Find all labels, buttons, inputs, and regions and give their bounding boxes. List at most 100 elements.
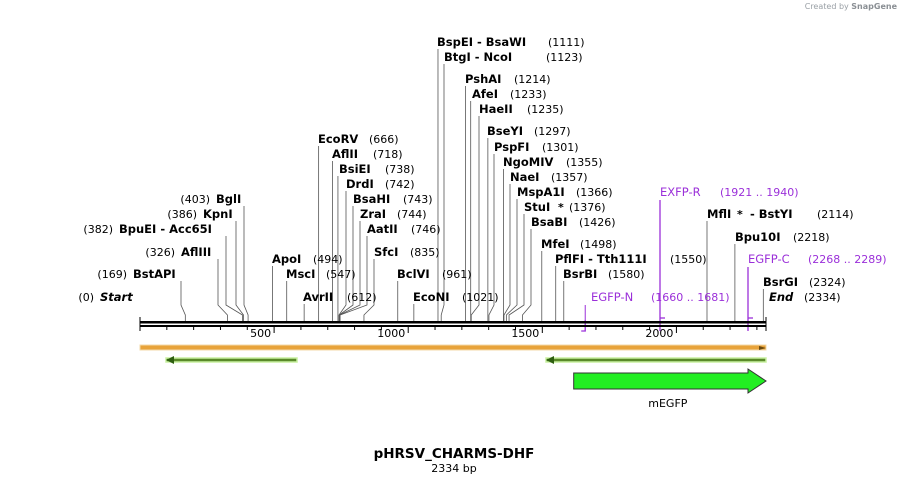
restriction-site: PspFI (1301) [494, 140, 579, 154]
site-leader [180, 281, 186, 321]
orf-track-full [139, 344, 767, 351]
site-name: BtgI - NcoI [444, 50, 512, 64]
ruler-label: 1500 [511, 327, 539, 340]
primer: EGFP-C(2268 .. 2289) [747, 252, 887, 331]
ruler-label: 1000 [377, 327, 405, 340]
site-name: MscI [286, 267, 315, 281]
site-position: (1580) [608, 268, 645, 281]
restriction-sites: (0)Start(169)BstAPI(326)AflIII(382)BpuEI… [78, 35, 853, 304]
restriction-site: BsiEI(738) [339, 162, 415, 176]
restriction-site: MflI*- BstYI(2114) [707, 207, 854, 221]
restriction-site: BsrGI (2324) [763, 275, 846, 289]
feature-label: mEGFP [648, 397, 688, 410]
restriction-site: ZraI (744) [360, 207, 427, 221]
restriction-site: BclVI(961) [397, 267, 472, 281]
site-position: (2218) [793, 231, 830, 244]
site-leader [440, 64, 445, 321]
restriction-site: DrdI(742) [346, 177, 415, 191]
site-position: (1376) [569, 201, 606, 214]
restriction-site: BsaHI (743) [353, 192, 433, 206]
site-position: (835) [410, 246, 440, 259]
backbone-top-strand [140, 321, 766, 324]
restriction-site: (382)BpuEI - Acc65I [83, 222, 212, 236]
feature: mEGFP [573, 368, 767, 410]
primer: EXFP-R (1921 .. 1940) [659, 185, 799, 331]
primer-position: (1921 .. 1940) [720, 186, 799, 199]
site-name: AfeI [472, 87, 498, 101]
site-position: (746) [411, 223, 441, 236]
site-position: (2324) [809, 276, 846, 289]
site-name: ZraI [360, 207, 386, 221]
restriction-site: BtgI - NcoI(1123) [444, 50, 583, 64]
site-star: * [558, 201, 564, 214]
site-position: (0) [78, 291, 94, 304]
site-position: (326) [145, 246, 175, 259]
site-position: (2114) [817, 208, 854, 221]
site-name: EcoRV [318, 132, 358, 146]
orf-tracks [139, 344, 767, 364]
site-leader [508, 214, 525, 321]
site-leader [217, 259, 228, 321]
watermark-prefix: Created by [804, 2, 849, 11]
site-leader [339, 236, 368, 321]
site-position: (1111) [548, 36, 585, 49]
site-position: (718) [373, 148, 403, 161]
restriction-site: EcoRV(666) [318, 132, 399, 146]
restriction-site: AvrII(612) [303, 290, 377, 304]
site-position: (382) [83, 223, 113, 236]
site-name: AflIII [181, 245, 211, 259]
site-name: BsrBI [563, 267, 597, 281]
restriction-site: End (2334) [769, 290, 841, 304]
site-name: BsrGI [763, 275, 798, 289]
site-name: BsaHI [353, 192, 390, 206]
restriction-site: PshAI (1214) [465, 72, 551, 86]
restriction-site: AfeI(1233) [472, 87, 547, 101]
site-leader [363, 259, 375, 321]
site-position: (1297) [534, 125, 571, 138]
site-name: AatII [367, 222, 398, 236]
primer-annotations: EGFP-N(1660 .. 1681) EXFP-R (1921 .. 1940)… [581, 185, 887, 332]
backbone-bottom-strand [140, 325, 766, 327]
site-position: (1301) [542, 141, 579, 154]
orf-reverse-2 [545, 357, 767, 363]
site-position: (1357) [551, 171, 588, 184]
site-position: (169) [97, 268, 127, 281]
site-name: NaeI [510, 170, 539, 184]
restriction-site: (386)KpnI [167, 207, 232, 221]
site-position: (2334) [804, 291, 841, 304]
site-position: (1021) [462, 291, 499, 304]
site-leader [522, 229, 532, 321]
site-name: PshAI [465, 72, 501, 86]
site-name: HaeII [479, 102, 513, 116]
site-name: AvrII [303, 290, 333, 304]
restriction-site: StuI * (1376) [524, 200, 606, 214]
restriction-site: (326) AflIII [145, 245, 211, 259]
primer-name: EGFP-N [591, 290, 633, 304]
feature-track: mEGFP [573, 368, 767, 410]
site-name: BseYI [487, 124, 523, 138]
site-position: (403) [180, 193, 210, 206]
site-name: PflFI - Tth111I [555, 252, 647, 266]
site-name: PspFI [494, 140, 529, 154]
site-position: (961) [442, 268, 472, 281]
watermark-brand: SnapGene [851, 2, 897, 11]
plasmid-length: 2334 bp [431, 462, 476, 475]
site-position: (743) [403, 193, 433, 206]
site-position: (1235) [527, 103, 564, 116]
site-name: AflII [332, 147, 358, 161]
site-name: NgoMIV [503, 155, 553, 169]
ruler-label: 500 [250, 327, 271, 340]
site-position: (1550) [670, 253, 707, 266]
site-name: ApoI [272, 252, 301, 266]
site-name: BglI [216, 192, 241, 206]
primer-mark [581, 320, 586, 332]
site-name: StuI [524, 200, 550, 214]
restriction-site: AatII (746) [367, 222, 441, 236]
primer-name: EXFP-R [660, 185, 701, 199]
site-name: End [769, 290, 794, 304]
restriction-site: (169)BstAPI [97, 267, 175, 281]
primer: EGFP-N(1660 .. 1681) [581, 290, 730, 332]
site-position: (744) [397, 208, 427, 221]
site-position: (1214) [514, 73, 551, 86]
